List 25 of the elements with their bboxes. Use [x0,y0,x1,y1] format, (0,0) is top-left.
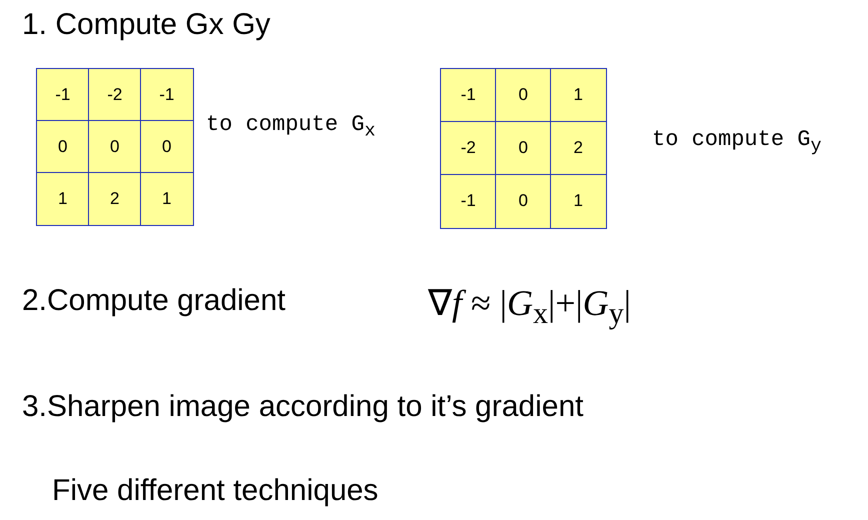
heading-text: 1. Compute Gx Gy [22,8,270,42]
matrix-cell: 0 [36,120,90,174]
heading-text: 2.Compute gradient [22,284,286,318]
matrix-cell: 1 [140,172,194,226]
matrix-cell: -1 [140,68,194,122]
matrix-cell: -2 [88,68,142,122]
heading-text: Five different techniques [52,474,378,508]
matrix-cell: 2 [550,121,606,176]
matrix-cell: 0 [140,120,194,174]
matrix-cell: -2 [440,121,496,176]
matrix-cell: 0 [495,174,552,228]
annotation-text: to compute G$_{x}$ [206,112,376,142]
annotation-text: to compute G$_{y}$ [652,127,822,156]
matrix-cell: 0 [88,120,142,174]
matrix-cell: -1 [36,68,90,122]
matrix-cell: 0 [495,121,552,176]
heading-text: 3.Sharpen image according to it’s gradient [22,390,584,424]
matrix-cell: 1 [550,68,606,122]
gradient-formula: ∇f ≈ |G$_{x}$|+|G$_{y}$| [428,282,631,332]
matrix-cell: 2 [88,172,142,226]
matrix-cell: -1 [440,68,496,122]
matrix-cell: 0 [495,68,552,122]
matrix-cell: 1 [550,174,606,228]
matrix-cell: 1 [36,172,90,226]
matrix-cell: -1 [440,174,496,228]
